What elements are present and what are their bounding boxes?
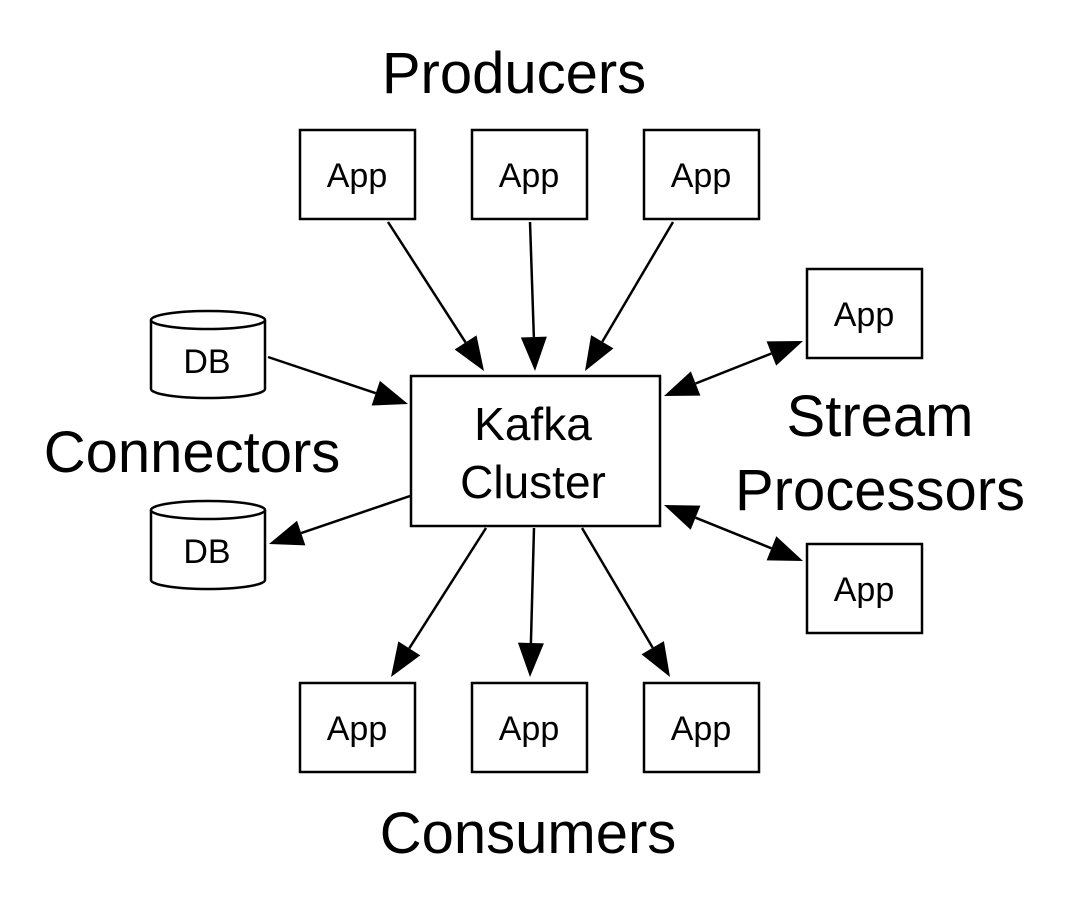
arrow-line bbox=[695, 516, 772, 550]
cluster-stream-processor-arrow bbox=[695, 516, 772, 550]
arrow-line bbox=[528, 221, 536, 338]
arrow-line bbox=[386, 221, 467, 344]
stream-processor-app-node: App bbox=[805, 267, 924, 360]
consumer-app-label: App bbox=[671, 710, 732, 748]
consumer-app-node: App bbox=[470, 681, 589, 774]
arrow-head bbox=[517, 642, 544, 677]
arrow-head bbox=[520, 336, 547, 371]
cluster-to-db-arrow bbox=[300, 494, 411, 535]
producer-to-cluster-arrow bbox=[386, 221, 467, 344]
producers-label: Producers bbox=[382, 41, 646, 106]
connector-db-label: DB bbox=[183, 343, 230, 381]
kafka-cluster-label-line1: Kafka bbox=[474, 398, 592, 450]
arrow-line bbox=[601, 221, 675, 343]
stream-processors-label-line1: Stream bbox=[787, 384, 974, 449]
arrow-line bbox=[529, 527, 536, 644]
cluster-to-consumer-arrow bbox=[529, 527, 536, 644]
stream-processor-app-label: App bbox=[834, 296, 895, 334]
producer-to-cluster-arrow bbox=[601, 221, 675, 343]
stream-processors-label-line2: Processors bbox=[735, 458, 1025, 523]
producer-app-node: App bbox=[298, 128, 417, 221]
arrow-head bbox=[664, 505, 701, 530]
connector-db-label: DB bbox=[183, 533, 230, 571]
arrow-line bbox=[580, 527, 654, 649]
consumer-app-label: App bbox=[327, 710, 388, 748]
arrow-head bbox=[371, 380, 408, 406]
connectors-label: Connectors bbox=[44, 420, 341, 485]
arrow-head bbox=[391, 641, 421, 677]
consumer-app-node: App bbox=[642, 681, 761, 774]
producer-app-label: App bbox=[327, 157, 388, 195]
arrow-head bbox=[454, 335, 484, 371]
stream-processor-app-label: App bbox=[834, 571, 895, 609]
db-to-cluster-arrow bbox=[267, 355, 377, 395]
arrow-line bbox=[267, 355, 377, 395]
connector-db-node: DB bbox=[149, 309, 267, 400]
arrow-head bbox=[585, 335, 614, 371]
producer-to-cluster-arrow bbox=[528, 221, 536, 338]
producer-app-label: App bbox=[499, 157, 560, 195]
cluster-stream-processor-arrow bbox=[695, 352, 772, 385]
cluster-to-consumer-arrow bbox=[408, 527, 488, 650]
arrow-line bbox=[695, 352, 772, 385]
connector-db-node: DB bbox=[149, 499, 267, 591]
arrow-head bbox=[269, 520, 306, 546]
kafka-cluster-label-line2: Cluster bbox=[460, 456, 606, 508]
arrow-head bbox=[766, 341, 803, 366]
cluster-to-consumer-arrow bbox=[580, 527, 654, 649]
arrow-head bbox=[766, 536, 803, 561]
consumer-app-node: App bbox=[298, 681, 417, 774]
consumers-label: Consumers bbox=[380, 801, 677, 866]
edges-layer bbox=[267, 221, 803, 677]
consumer-app-label: App bbox=[499, 710, 560, 748]
producer-app-label: App bbox=[671, 157, 732, 195]
arrow-line bbox=[408, 527, 488, 650]
producer-app-node: App bbox=[470, 128, 589, 221]
stream-processor-app-node: App bbox=[805, 542, 924, 635]
arrow-head bbox=[641, 641, 670, 677]
arrow-line bbox=[300, 494, 411, 535]
producer-app-node: App bbox=[642, 128, 761, 221]
kafka-cluster-node: Kafka Cluster bbox=[409, 374, 662, 528]
arrow-head bbox=[664, 371, 701, 396]
